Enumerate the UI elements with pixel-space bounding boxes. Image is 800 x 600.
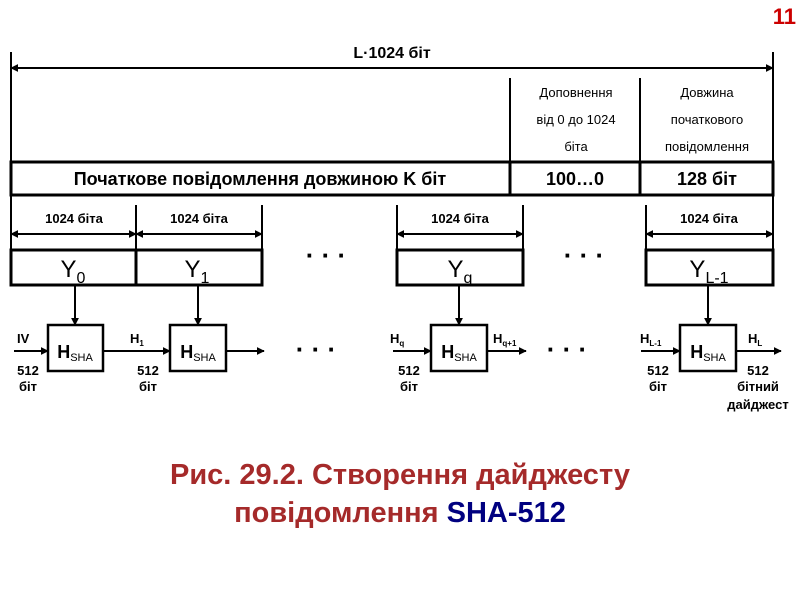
svg-text:512: 512 [137, 363, 159, 378]
length-value: 128 біт [677, 169, 737, 189]
svg-text:512: 512 [17, 363, 39, 378]
chain-label-hl: HL [748, 331, 762, 348]
figure-caption: Рис. 29.2. Створення дайджесту повідомле… [0, 456, 800, 532]
bits-label-iv: 512 біт [17, 363, 39, 394]
padding-header-line2: від 0 до 1024 [536, 112, 615, 127]
ellipsis: · · · [296, 334, 336, 364]
svg-text:512: 512 [647, 363, 669, 378]
padding-header-line3: біта [564, 139, 588, 154]
block-yq: Yq [448, 256, 473, 287]
ellipsis: · · · [564, 240, 604, 270]
length-header-line2: початкового [671, 112, 743, 127]
chain-label-hl-1: HL-1 [640, 331, 662, 348]
svg-text:дайджест: дайджест [727, 397, 788, 412]
bits-label-h1: 512 біт [137, 363, 159, 394]
block-y0: Y0 [61, 256, 86, 287]
padding-value: 100…0 [546, 169, 604, 189]
length-header-line3: повідомлення [665, 139, 749, 154]
block-size-label: 1024 біта [431, 211, 490, 226]
svg-text:біт: біт [400, 379, 418, 394]
bits-label-hl-1: 512 біт [647, 363, 669, 394]
length-header-line1: Довжина [680, 85, 734, 100]
ellipsis: · · · [306, 240, 346, 270]
block-y1: Y1 [185, 256, 210, 287]
message-label: Початкове повідомлення довжиною K біт [74, 169, 447, 189]
svg-text:біт: біт [139, 379, 157, 394]
caption-line1: Рис. 29.2. Створення дайджесту [169, 459, 630, 491]
chain-label-hq: Hq [390, 331, 404, 348]
padding-header-line1: Доповнення [539, 85, 612, 100]
block-size-label: 1024 біта [45, 211, 104, 226]
block-size-label: 1024 біта [170, 211, 229, 226]
svg-text:біт: біт [649, 379, 667, 394]
hash-function-label: HSHA [180, 342, 216, 364]
hash-function-label: HSHA [57, 342, 93, 364]
caption-line2: повідомлення SHA-512 [234, 497, 566, 529]
hash-function-label: HSHA [441, 342, 477, 364]
chain-label-hq1: Hq+1 [493, 331, 517, 348]
ellipsis: · · · [547, 334, 587, 364]
chain-label-h1: H1 [130, 331, 144, 348]
svg-text:біт: біт [19, 379, 37, 394]
bits-label-hq: 512 біт [398, 363, 420, 394]
block-yl-1: YL-1 [689, 256, 728, 287]
chain-label-iv: IV [17, 331, 30, 346]
digest-output-label: 512 бітний дайджест [727, 363, 788, 412]
svg-text:бітний: бітний [737, 379, 779, 394]
hash-function-label: HSHA [690, 342, 726, 364]
block-size-label: 1024 біта [680, 211, 739, 226]
slide-number: 11 [772, 4, 796, 29]
svg-text:512: 512 [398, 363, 420, 378]
svg-text:512: 512 [747, 363, 769, 378]
total-length-label: L·1024 біт [353, 45, 430, 62]
